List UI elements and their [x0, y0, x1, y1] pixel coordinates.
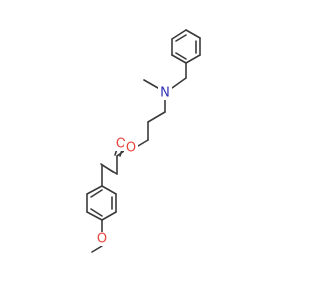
n-methyl-bond — [143, 79, 159, 89]
ester-ether-oxygen-atom: O — [124, 141, 138, 156]
ethylene-linker-bond-1 — [147, 111, 166, 123]
ethylene-to-ester-oxygen-bond — [137, 139, 149, 147]
methoxyphenyl-ring — [86, 185, 117, 221]
alkene-double-bond-inner — [100, 163, 114, 173]
nitrogen-atom: N — [158, 86, 172, 101]
benzyl-ch2-to-n-bond — [171, 77, 187, 89]
ester-oxygen-label: O — [126, 141, 136, 156]
molecule-structure-diagram: N O O O — [86, 29, 201, 253]
benzyl-phenyl-ring — [171, 29, 201, 64]
methoxy-oxygen-label: O — [97, 232, 107, 247]
methoxy-methyl-bond — [91, 245, 103, 253]
carbonyl-oxygen-label: O — [116, 137, 126, 152]
nitrogen-label: N — [160, 86, 170, 101]
methoxy-oxygen-atom: O — [95, 232, 109, 247]
